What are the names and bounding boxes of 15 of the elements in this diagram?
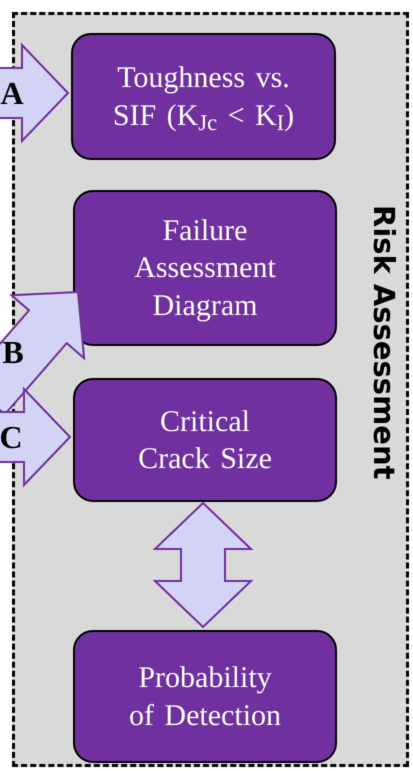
block-arrow [0, 42, 70, 144]
box-text: Toughness vs. SIF (K$_{Jc}$ < K$_{I}$) [112, 60, 296, 134]
box-text: Probability of Detection [128, 660, 282, 734]
process-box [73, 630, 337, 763]
box-text: Critical Crack Size [137, 404, 273, 477]
edge-label: A [0, 77, 24, 109]
edge-label: C [0, 421, 23, 453]
block-arrow [0, 386, 72, 488]
process-box [73, 190, 337, 346]
process-box [71, 33, 336, 160]
box-text: Failure Assessment Diagram [133, 212, 277, 324]
edge-label: B [2, 336, 24, 368]
panel-heading: Risk Assessment [369, 205, 398, 480]
process-box [73, 378, 337, 502]
double-block-arrow [152, 502, 254, 628]
